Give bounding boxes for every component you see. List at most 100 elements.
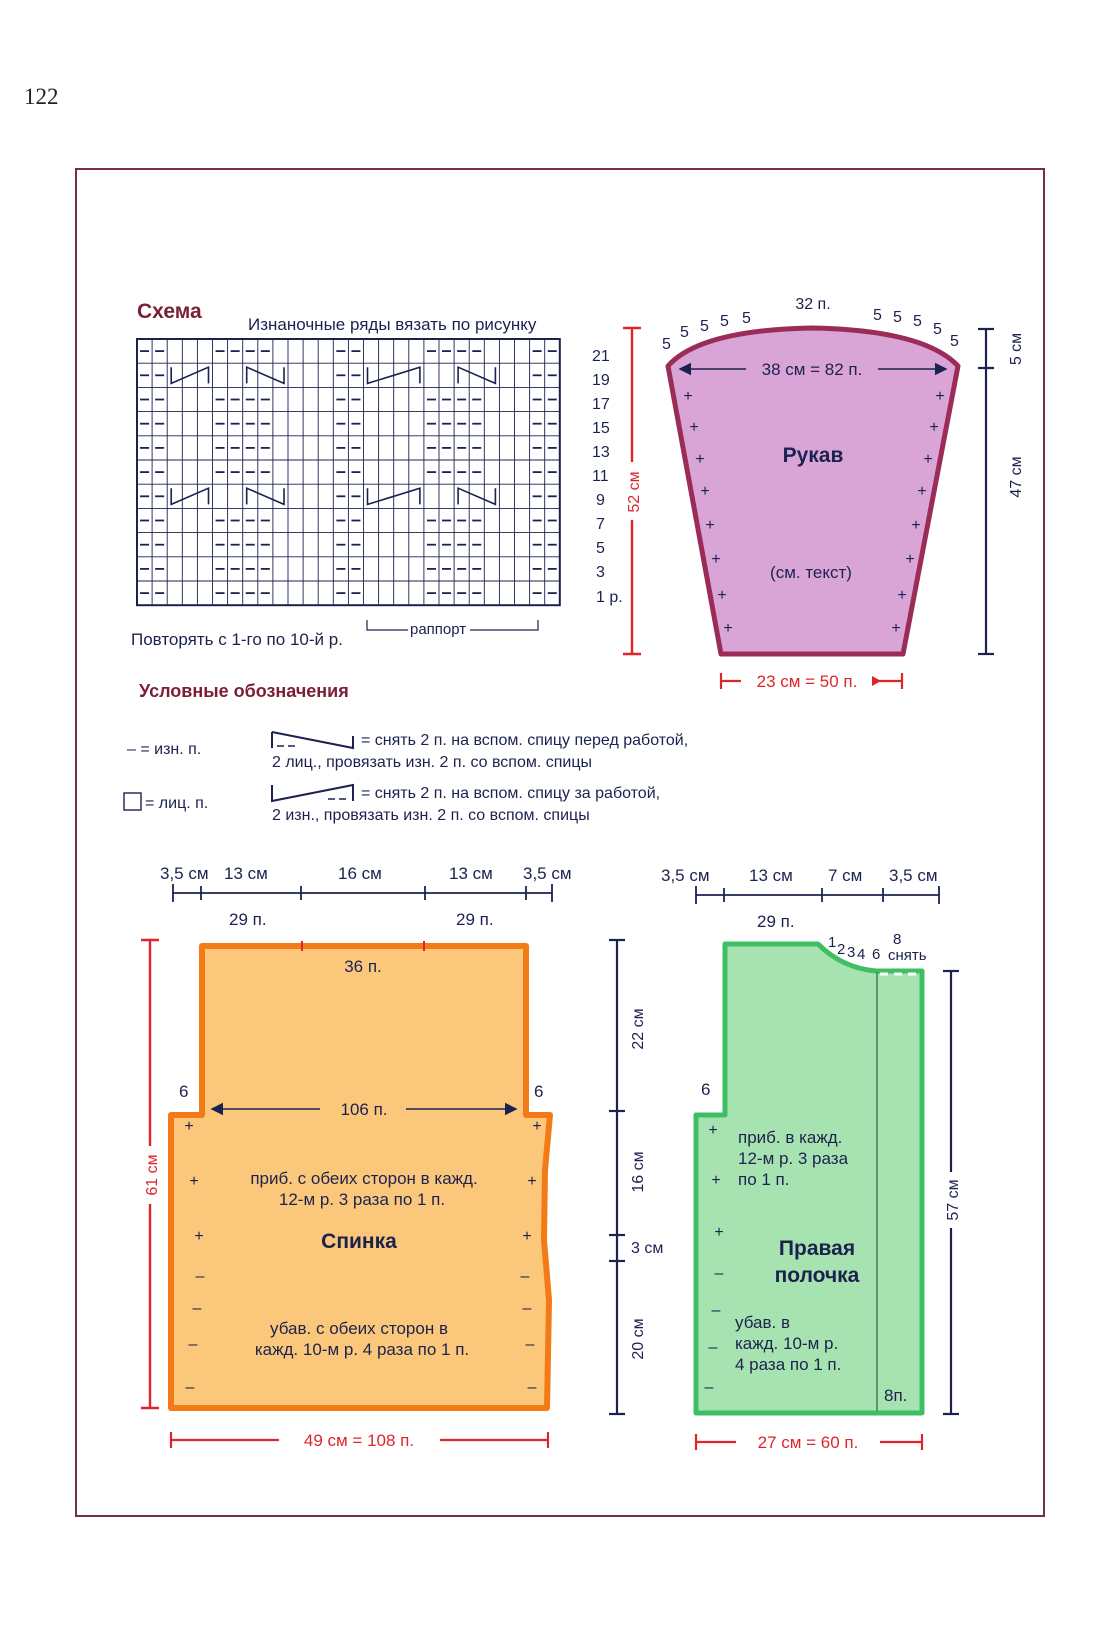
front-height-dimension: 57 см: [943, 969, 962, 1416]
cap-step: 5: [700, 318, 709, 335]
page-frame: [75, 168, 1045, 1517]
back-shoulder-left: 29 п.: [229, 910, 267, 929]
back-armhole-right: 6: [534, 1082, 543, 1101]
increase-mark: +: [911, 517, 920, 534]
front-armhole: 6: [701, 1080, 710, 1099]
sleeve-height-dimension: 5 см 47 см: [978, 327, 1025, 656]
legend-knit: = лиц. п.: [145, 795, 208, 812]
decrease-mark: –: [526, 1336, 535, 1353]
row-label: 19: [592, 372, 610, 389]
increase-mark: +: [683, 388, 692, 405]
rapport-label: раппорт: [410, 621, 466, 638]
back-bottom-label: 49 см = 108 п.: [304, 1431, 414, 1450]
front-decrease-line3: 4 раза по 1 п.: [735, 1355, 841, 1374]
repeat-note: Повторять с 1-го по 10-й р.: [131, 630, 343, 649]
scheme-note: Изнаночные ряды вязать по рисунку: [248, 315, 537, 334]
sleeve-width-label: 38 см = 82 п.: [762, 360, 863, 379]
cap-step: 5: [950, 333, 959, 350]
neck-step: 3: [847, 944, 855, 961]
row-label: 7: [596, 516, 605, 533]
legend-title: Условные обозначения: [139, 681, 349, 701]
page-number: 122: [24, 84, 59, 109]
front-increase-line2: 12-м р. 3 раза: [738, 1149, 849, 1168]
row-label: 21: [592, 348, 610, 365]
cap-step: 5: [933, 321, 942, 338]
cap-step: 5: [873, 307, 882, 324]
back-height-label: 61 см: [144, 1154, 161, 1195]
increase-mark: +: [189, 1173, 198, 1190]
front-placket-stitches: 8п.: [884, 1386, 907, 1405]
back-bottom-dimension: 49 см = 108 п.: [169, 1431, 550, 1450]
row-labels: 21 19 17 15 13 11 9 7 5 3 1 р.: [592, 348, 623, 606]
decrease-mark: –: [715, 1265, 724, 1282]
front-shape: [693, 941, 925, 1416]
cap-step: 5: [720, 313, 729, 330]
row-label: 15: [592, 420, 610, 437]
front-dim: 7 см: [828, 866, 862, 885]
sleeve-cap-height-label: 5 см: [1008, 333, 1025, 365]
back-chest-dimension: 106 п.: [210, 1100, 518, 1119]
back-increase-line2: 12-м р. 3 раза по 1 п.: [279, 1190, 445, 1209]
back-shaping-marks: ++++++––––––––: [184, 1118, 541, 1396]
back-dim: 3,5 см: [160, 864, 209, 883]
increase-mark: +: [522, 1228, 531, 1245]
back-top-dimensions: 3,5 см 13 см 16 см 13 см 3,5 см: [160, 864, 572, 902]
front-top-dimensions: 3,5 см 13 см 7 см 3,5 см: [661, 866, 940, 904]
increase-mark: +: [891, 620, 900, 637]
cap-step: 5: [742, 310, 751, 327]
decrease-mark: –: [189, 1336, 198, 1353]
increase-mark: +: [708, 1122, 717, 1139]
neck-remove: снять: [888, 947, 927, 964]
back-shoulder-right: 29 п.: [456, 910, 494, 929]
increase-mark: +: [897, 587, 906, 604]
front-increase-line1: приб. в кажд.: [738, 1128, 842, 1147]
front-shaping-marks: +++––––: [705, 1122, 724, 1396]
front-bottom-dimension: 27 см = 60 п.: [694, 1433, 924, 1452]
increase-mark: +: [929, 419, 938, 436]
back-title: Спинка: [321, 1230, 397, 1253]
sleeve-bottom-dimension: 23 см = 50 п.: [719, 672, 904, 691]
neck-step: 8: [893, 931, 901, 948]
scheme-height-dimension: 52 см: [623, 326, 643, 656]
cap-step: 5: [662, 336, 671, 353]
sleeve-bottom-label: 23 см = 50 п.: [757, 672, 858, 691]
back-dim: 3,5 см: [523, 864, 572, 883]
increase-mark: +: [935, 388, 944, 405]
stitch-chart-grid: [136, 338, 561, 607]
back-height-dimension: 61 см: [141, 938, 161, 1410]
increase-mark: +: [532, 1118, 541, 1135]
back-decrease-line1: убав. с обеих сторон в: [270, 1319, 448, 1338]
back-armhole-left: 6: [179, 1082, 188, 1101]
back-dim: 13 см: [224, 864, 268, 883]
increase-mark: +: [905, 551, 914, 568]
middle-dim: 3 см: [631, 1240, 663, 1257]
row-label: 9: [596, 492, 605, 509]
front-title-line1: Правая: [779, 1237, 855, 1260]
decrease-mark: –: [193, 1300, 202, 1317]
front-dim: 3,5 см: [889, 866, 938, 885]
front-neck-steps: 1 2 3 4 6 8 снять: [828, 931, 927, 964]
back-increase-line1: приб. с обеих сторон в кажд.: [250, 1169, 477, 1188]
increase-mark: +: [917, 483, 926, 500]
sleeve-cap-steps-left: 5 5 5 5 5: [662, 310, 751, 353]
sleeve-cap-steps-right: 5 5 5 5 5: [873, 307, 959, 350]
increase-mark: +: [700, 483, 709, 500]
decrease-mark: –: [709, 1339, 718, 1356]
decrease-mark: –: [186, 1379, 195, 1396]
front-bottom-label: 27 см = 60 п.: [758, 1433, 859, 1452]
increase-mark: +: [194, 1228, 203, 1245]
front-dim: 3,5 см: [661, 866, 710, 885]
decrease-mark: –: [528, 1379, 537, 1396]
increase-mark: +: [711, 1172, 720, 1189]
front-increase-line3: по 1 п.: [738, 1170, 790, 1189]
rapport-bracket: раппорт: [366, 620, 539, 638]
sleeve-width-dimension: 38 см = 82 п.: [678, 360, 948, 379]
neck-step: 6: [872, 946, 880, 963]
cross-front-symbol: [271, 731, 354, 750]
back-decrease-line2: кажд. 10-м р. 4 раза по 1 п.: [255, 1340, 469, 1359]
decrease-mark: –: [521, 1268, 530, 1285]
scheme-height-label: 52 см: [626, 471, 643, 512]
back-dim: 13 см: [449, 864, 493, 883]
increase-mark: +: [184, 1118, 193, 1135]
increase-mark: +: [923, 451, 932, 468]
